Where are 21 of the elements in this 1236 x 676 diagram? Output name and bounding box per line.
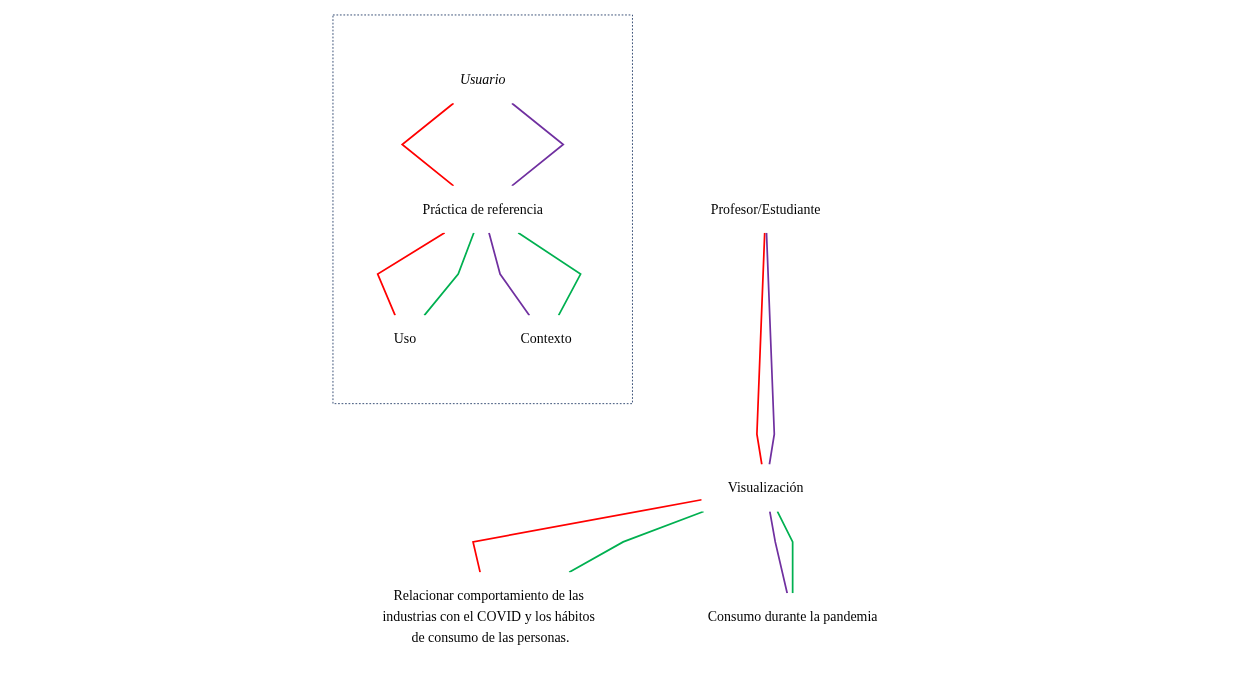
connector [755, 231, 766, 466]
cluster [332, 14, 633, 405]
connector [487, 231, 531, 317]
node-text: Contexto [520, 331, 572, 346]
connector [471, 498, 703, 574]
node-text: Relacionar comportamiento de las industrias con el COVID y los hábitos de consumo de las personas. [382, 587, 595, 645]
connector [776, 510, 794, 595]
connector [423, 231, 475, 317]
connector [517, 231, 582, 317]
node-text: Uso [393, 331, 416, 346]
connector [510, 102, 565, 187]
node-text: Profesor/Estudiante [710, 201, 821, 217]
node-text: Visualización [727, 480, 804, 495]
connector [400, 102, 455, 187]
node-text: Usuario [459, 71, 506, 87]
connector [376, 231, 446, 317]
connector [765, 231, 775, 466]
node-text: Consumo durante la pandemia [707, 608, 878, 624]
connector [768, 510, 788, 595]
connector [568, 510, 705, 574]
node-text: Práctica de referencia [422, 201, 543, 217]
